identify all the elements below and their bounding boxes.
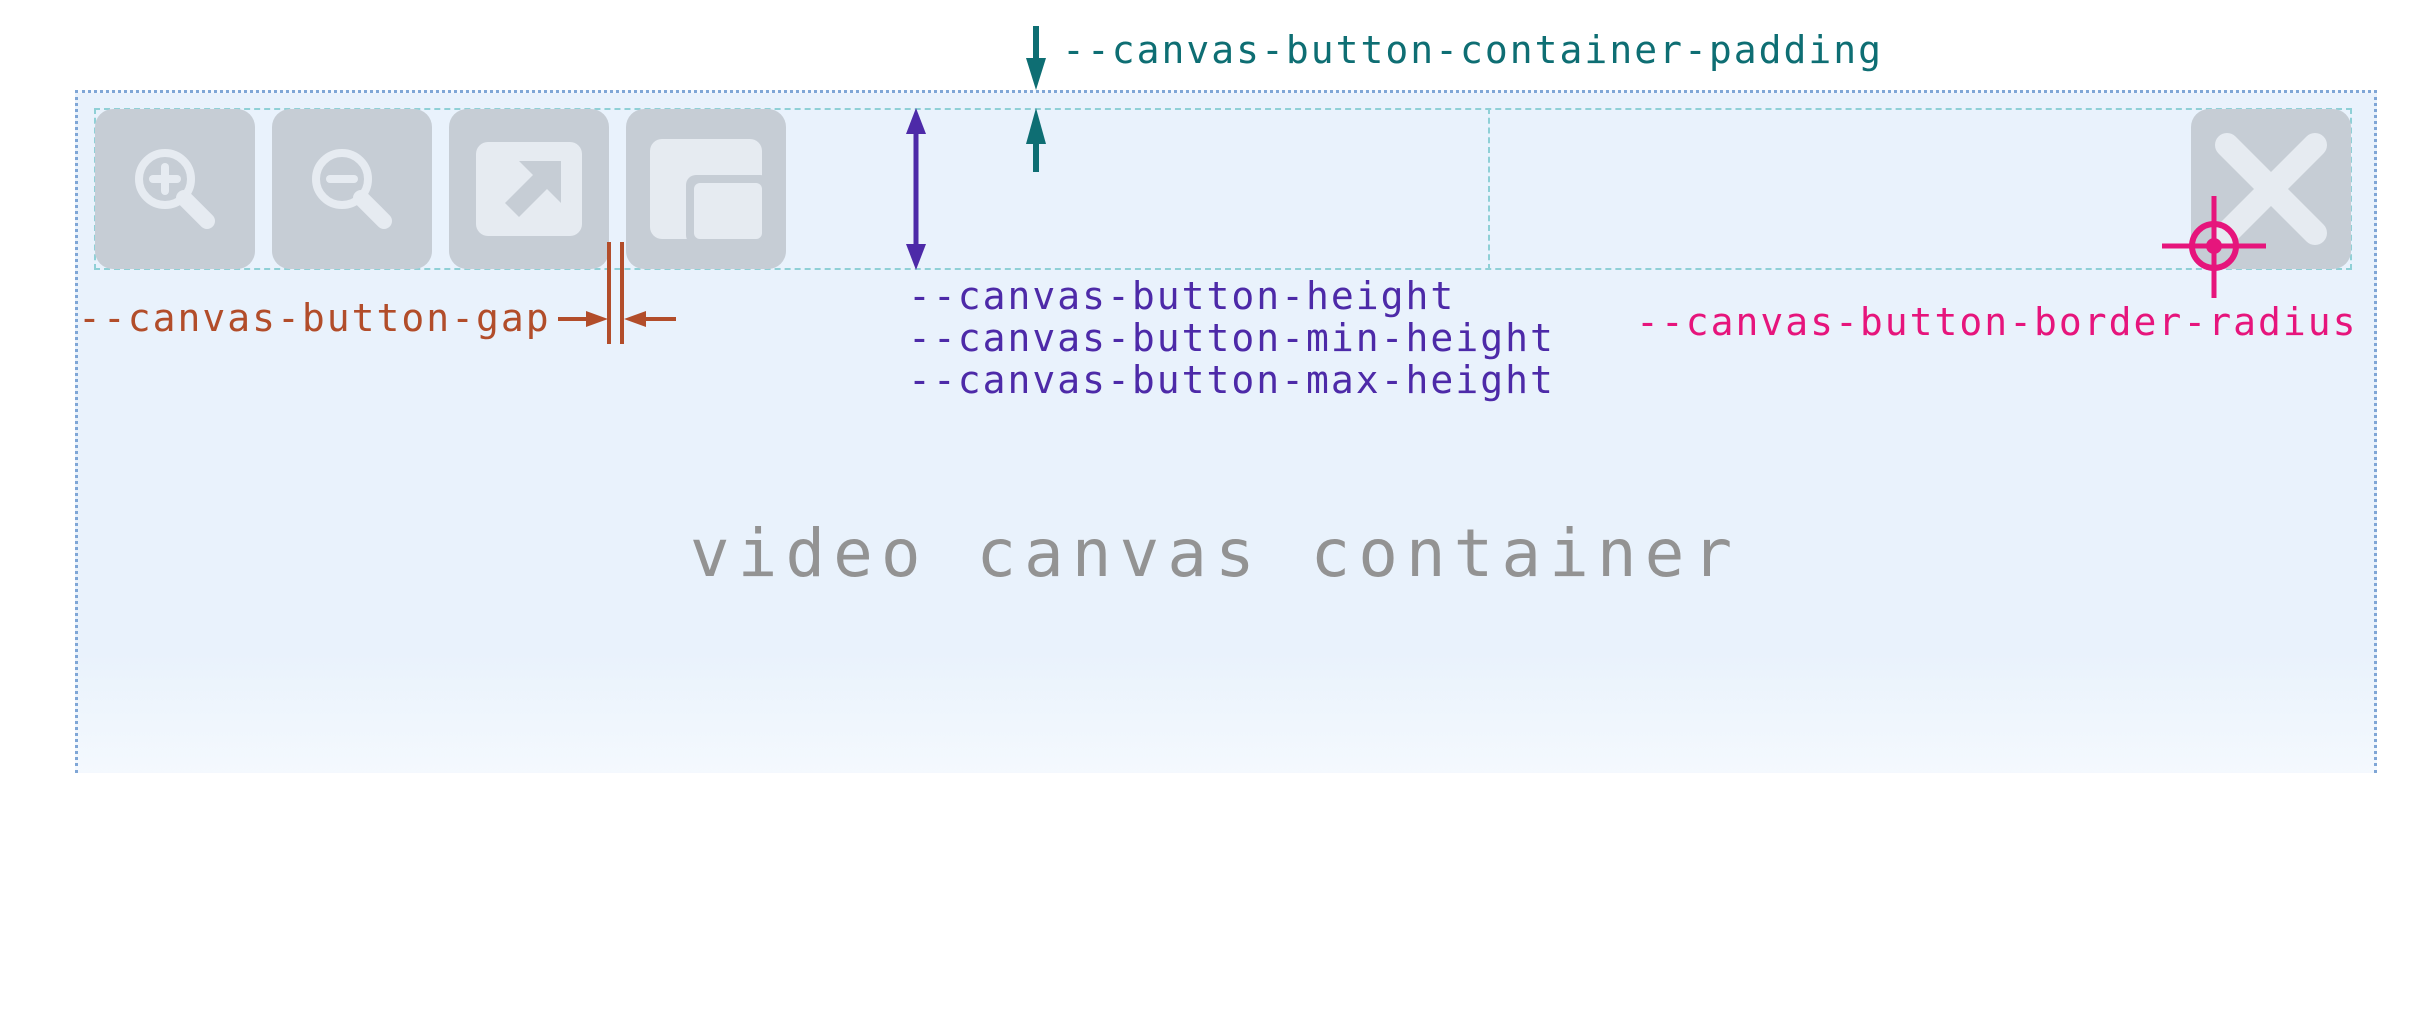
picture-in-picture-button[interactable] [626, 109, 786, 269]
radius-crosshair [2162, 196, 2266, 298]
close-button[interactable] [2191, 109, 2351, 269]
popout-button[interactable] [449, 109, 609, 269]
container-caption: video canvas container [689, 515, 1741, 592]
zoom-in-button[interactable] [95, 109, 255, 269]
gap-marker [558, 242, 676, 344]
container-padding-label: --canvas-button-container-padding [1062, 28, 1883, 72]
pip-icon [650, 139, 770, 245]
gap-label: --canvas-button-gap [78, 296, 551, 340]
height-arrow [906, 108, 926, 270]
padding-arrow [1026, 26, 1046, 172]
zoom-out-button[interactable] [272, 109, 432, 269]
zoom-out-icon [312, 149, 392, 229]
zoom-in-icon [135, 149, 215, 229]
close-icon [2215, 133, 2327, 245]
max-height-label: --canvas-button-max-height [908, 358, 1555, 402]
height-label: --canvas-button-height [908, 274, 1456, 318]
border-radius-label: --canvas-button-border-radius [1636, 300, 2358, 344]
min-height-label: --canvas-button-min-height [908, 316, 1555, 360]
external-link-icon [476, 142, 582, 236]
button-container-divider [1488, 108, 1490, 270]
